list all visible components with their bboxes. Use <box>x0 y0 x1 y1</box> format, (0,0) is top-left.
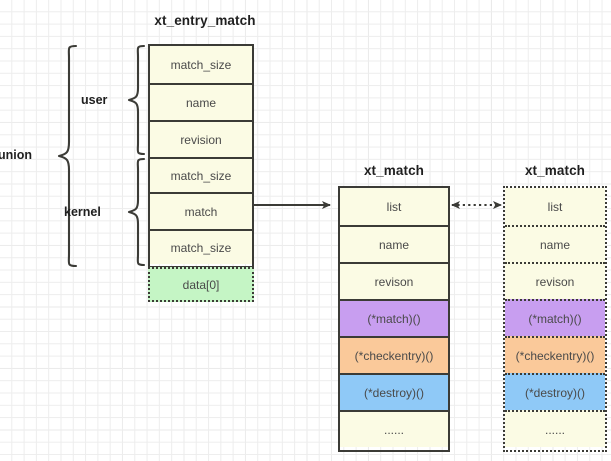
struct-row: match_size <box>150 157 252 192</box>
struct-row: (*checkentry)() <box>340 336 448 373</box>
struct-row: (*destroy)() <box>340 373 448 410</box>
brace-kernel <box>126 157 146 267</box>
struct-row: revison <box>505 262 605 299</box>
struct-row: (*match)() <box>340 299 448 336</box>
connector-xt-match-to-xt-match <box>450 196 506 216</box>
brace-label-user: user <box>81 93 108 107</box>
brace-label-union: union <box>0 148 33 162</box>
brace-user <box>126 44 146 156</box>
struct-row: revison <box>340 262 448 299</box>
struct-row: name <box>505 225 605 262</box>
struct-row: match_size <box>150 229 252 264</box>
struct-row: name <box>150 83 252 120</box>
brace-label-kernel: kernel <box>64 205 101 219</box>
struct-xt-entry-match: match_size name revision match_size matc… <box>148 44 254 268</box>
struct-row: (*checkentry)() <box>505 336 605 373</box>
struct-row-data0: data[0] <box>148 267 254 302</box>
struct-row: ...... <box>505 410 605 447</box>
struct-row: revision <box>150 120 252 157</box>
connector-match-to-xt-match <box>254 196 340 216</box>
title-xt-match-right: xt_match <box>524 163 586 178</box>
struct-row: ...... <box>340 410 448 447</box>
struct-row: match_size <box>150 46 252 83</box>
struct-xt-match-middle: list name revison (*match)() (*checkentr… <box>338 186 450 452</box>
struct-row: (*destroy)() <box>505 373 605 410</box>
struct-row: list <box>340 188 448 225</box>
brace-union <box>56 44 78 268</box>
title-xt-entry-match: xt_entry_match <box>154 13 256 28</box>
struct-row: (*match)() <box>505 299 605 336</box>
struct-row: list <box>505 188 605 225</box>
title-xt-match-middle: xt_match <box>363 163 425 178</box>
struct-row: name <box>340 225 448 262</box>
struct-xt-match-right: list name revison (*match)() (*checkentr… <box>503 186 607 452</box>
struct-row: match <box>150 192 252 229</box>
